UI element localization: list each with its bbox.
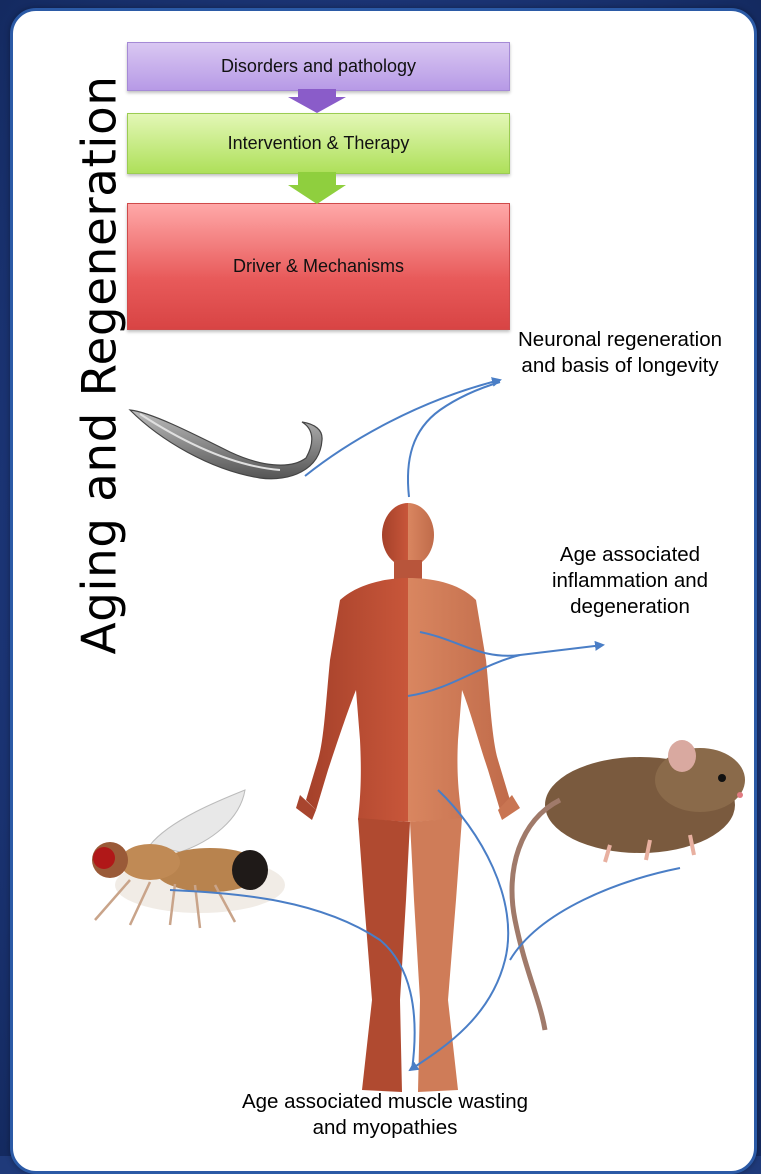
neuronal-label: Neuronal regeneration and basis of longe… — [505, 327, 735, 379]
head-connector — [408, 382, 500, 497]
worm-image — [130, 410, 322, 479]
arrow-down-purple — [288, 89, 346, 113]
fruit-fly-image — [92, 790, 285, 928]
inflammation-label: Age associated inflammation and degenera… — [515, 542, 745, 620]
muscle-label: Age associated muscle wasting and myopat… — [230, 1089, 540, 1141]
mouse-image — [512, 740, 745, 1030]
mouse-connector — [510, 868, 680, 960]
worm-connector — [305, 380, 500, 476]
arrow-down-green — [288, 172, 346, 204]
